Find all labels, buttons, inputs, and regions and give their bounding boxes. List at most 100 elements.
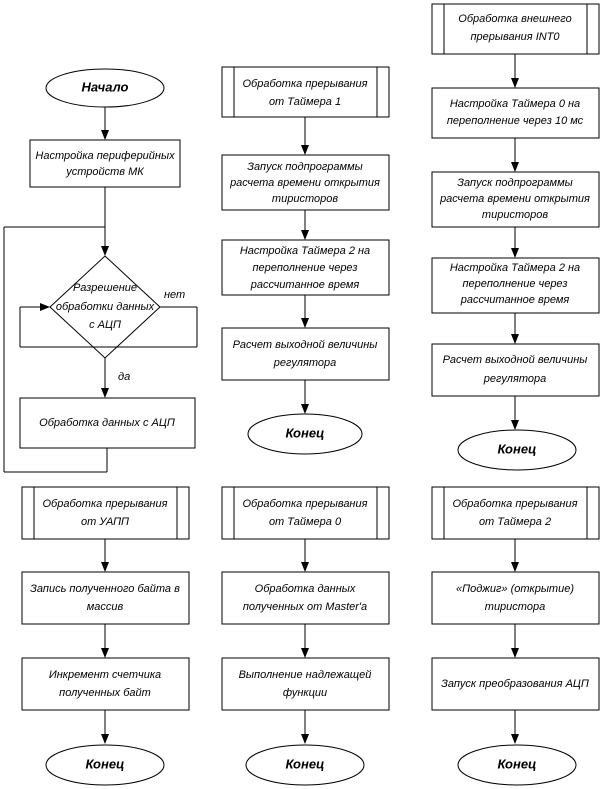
timer0-step1-line-1: Обработка данных: [255, 583, 356, 595]
timer1-step1-line-3: тиристоров: [272, 193, 338, 205]
timer2-step2-block: [431, 657, 600, 711]
timer0-step1-block: [221, 571, 390, 625]
timer1-step2-block: [221, 239, 390, 296]
timer2-end-label: Конец: [498, 756, 537, 771]
timer0-title-block: [221, 486, 390, 540]
int0-step2-line-2: расчета времени открытия: [439, 193, 590, 205]
arrow-head: [301, 562, 309, 572]
timer0-step2-block: [221, 657, 390, 711]
arrow-head: [101, 388, 109, 398]
int0-step3-line-3: рассчитанное время: [460, 294, 570, 306]
uart-title-line-1: Обработка прерывания: [43, 498, 168, 510]
arrow-head: [101, 246, 109, 256]
timer0-title-line-1: Обработка прерывания: [243, 498, 368, 510]
init-line-2: устройств МК: [65, 166, 144, 178]
int0-step2-line-1: Запуск подпрограммы: [457, 177, 572, 189]
int0-title-line-1: Обработка внешнего: [458, 13, 571, 25]
decision-line-2: обработки данных: [56, 301, 155, 313]
timer1-step2-line-3: рассчитанное время: [250, 279, 360, 291]
int0-title-line-2: прерывания INT0: [470, 31, 560, 43]
main-program-flow: Начало Настройка периферийных устройств …: [3, 68, 198, 473]
arrow-head: [301, 404, 309, 414]
timer1-step1-line-1: Запуск подпрограммы: [247, 161, 362, 173]
timer1-step1-block: [221, 154, 390, 211]
int0-step1-line-1: Настройка Таймера 0 на: [450, 98, 580, 110]
uart-step2-line-1: Инкремент счетчика: [49, 669, 161, 681]
arrow-head: [301, 734, 309, 744]
arrow-head: [301, 648, 309, 658]
arrow-head: [511, 162, 519, 172]
arrow-head: [101, 648, 109, 658]
arrow-head: [511, 78, 519, 88]
timer1-step2-line-2: переполнение через: [252, 262, 357, 274]
timer0-step1-line-2: полученных от Master'a: [243, 601, 367, 613]
timer2-step1-block: [431, 571, 600, 625]
arrow-head: [511, 648, 519, 658]
arrow-head: [511, 334, 519, 344]
arrow-head: [101, 130, 109, 140]
uart-step1-line-1: Запись полученного байта в: [30, 583, 180, 595]
uart-end-terminator: [45, 744, 165, 786]
timer1-step1-line-2: расчета времени открытия: [229, 177, 380, 189]
int0-step2-block: [431, 171, 600, 228]
start-label: Начало: [82, 79, 129, 94]
process-adc-block: [19, 397, 196, 449]
int0-end-label: Конец: [498, 441, 537, 456]
uart-title-block: [21, 486, 190, 540]
uart-interrupt-flow: Обработка прерывания от УАПП Запись полу…: [21, 486, 190, 786]
int0-step1-line-2: переполнение через 10 мс: [447, 115, 584, 127]
timer1-end-terminator: [247, 413, 363, 455]
timer1-step2-line-1: Настройка Таймера 2 на: [240, 245, 370, 257]
timer1-title-line-2: от Таймера 1: [269, 96, 341, 108]
yes-label: да: [118, 371, 130, 383]
arrow-head: [301, 230, 309, 240]
timer2-interrupt-flow: Обработка прерывания от Таймера 2 «Поджи…: [431, 486, 600, 786]
init-line-1: Настройка периферийных: [35, 150, 175, 162]
uart-step1-block: [21, 571, 190, 625]
timer0-interrupt-flow: Обработка прерывания от Таймера 0 Обрабо…: [221, 486, 390, 786]
arrow-head: [511, 420, 519, 430]
int0-step4-block: [431, 343, 600, 397]
timer1-title-block: [221, 66, 390, 118]
arrow-head: [101, 562, 109, 572]
uart-step1-line-2: массив: [87, 601, 124, 613]
timer0-step2-line-2: функции: [283, 687, 327, 699]
int0-step3-line-1: Настройка Таймера 2 на: [450, 262, 580, 274]
int0-step4-line-2: регулятора: [483, 373, 547, 385]
timer1-step3-line-1: Расчет выходной величины: [233, 339, 378, 351]
arrow-head: [301, 145, 309, 155]
int0-title-block: [431, 3, 600, 55]
arrow-head: [301, 318, 309, 328]
timer2-step1-line-1: «Поджиг» (открытие): [456, 583, 574, 595]
timer1-end-label: Конец: [286, 425, 325, 440]
process-adc-label: Обработка данных с АЦП: [39, 417, 175, 429]
timer0-end-label: Конец: [286, 756, 325, 771]
timer2-step2-label: Запуск преобразования АЦП: [441, 678, 589, 690]
uart-step2-line-2: полученных байт: [59, 687, 151, 699]
timer2-title-block: [431, 486, 600, 540]
arrow-head: [511, 734, 519, 744]
int0-step1-block: [431, 87, 600, 139]
arrow-head: [101, 734, 109, 744]
int0-step4-line-1: Расчет выходной величины: [443, 354, 588, 366]
int0-step2-line-3: тиристоров: [482, 209, 548, 221]
timer0-title-line-2: от Таймера 0: [269, 516, 342, 528]
timer2-title-line-2: от Таймера 2: [479, 516, 551, 528]
timer0-step2-line-1: Выполнение надлежащей: [239, 669, 372, 681]
init-peripherals-block: [29, 139, 181, 188]
timer2-end-terminator: [457, 744, 577, 786]
timer1-title-line-1: Обработка прерывания: [243, 78, 368, 90]
uart-end-label: Конец: [86, 756, 125, 771]
int0-end-terminator: [457, 429, 577, 471]
arrow-head: [40, 303, 50, 311]
timer2-title-line-1: Обработка прерывания: [453, 498, 578, 510]
timer1-step3-block: [221, 327, 390, 381]
uart-title-line-2: от УАПП: [81, 516, 129, 528]
decision-line-3: с АЦП: [89, 319, 121, 331]
decision-line-1: Разрешение: [73, 282, 137, 294]
arrow-head: [511, 248, 519, 258]
arrow-head: [511, 562, 519, 572]
timer0-end-terminator: [245, 744, 365, 786]
timer2-step1-line-2: тиристора: [485, 601, 545, 613]
